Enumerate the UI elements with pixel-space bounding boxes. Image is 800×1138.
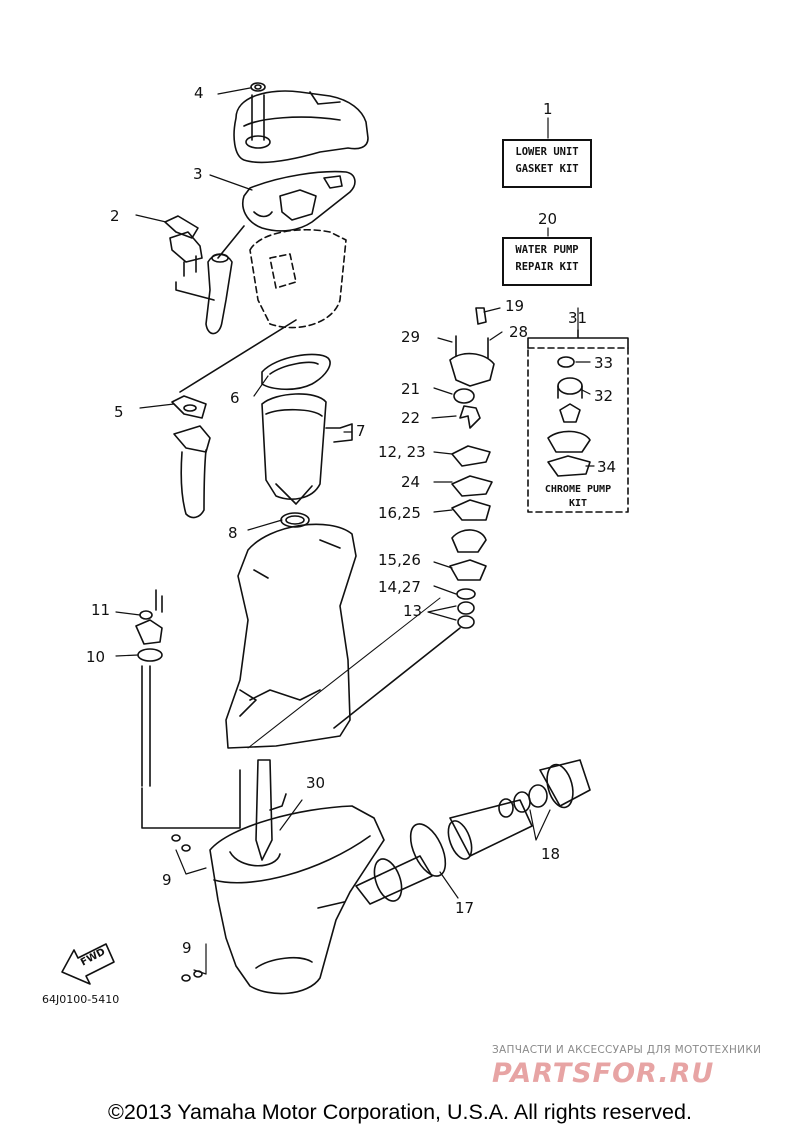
upper-housing-part (249, 229, 347, 329)
screws (171, 834, 203, 982)
lower-unit-gasket-kit-label: LOWER UNIT GASKET KIT (502, 139, 592, 188)
pump-gasket-part (261, 353, 331, 391)
callout-34: 34 (597, 458, 617, 476)
callout-15-26: 15,26 (378, 551, 421, 569)
callout-7: 7 (356, 422, 366, 440)
callout-18: 18 (541, 845, 561, 863)
lower-unit-part (209, 805, 385, 995)
watermark-tagline: ЗАПЧАСТИ И АКСЕССУАРЫ ДЛЯ МОТОТЕХНИКИ (492, 1044, 762, 1056)
kit-line-1: WATER PUMP (515, 244, 579, 256)
callout-19: 19 (505, 297, 525, 315)
propeller-bearing-part (355, 759, 591, 905)
callout-4: 4 (194, 84, 204, 102)
callout-33: 33 (594, 354, 614, 372)
callout-17: 17 (455, 899, 475, 917)
callout-20: 20 (538, 210, 558, 228)
callout-3: 3 (193, 165, 203, 183)
chrome-pump-parts (547, 356, 591, 477)
kit-line-2: REPAIR KIT (515, 261, 579, 273)
leader-lines (115, 87, 595, 975)
callout-9b: 9 (182, 939, 192, 957)
callout-12-23: 12, 23 (378, 443, 426, 461)
fwd-arrow (61, 943, 115, 985)
callout-21: 21 (401, 380, 421, 398)
callout-28: 28 (509, 323, 529, 341)
top-gasket-part (217, 170, 356, 259)
kit-line-2: KIT (568, 498, 588, 509)
callout-31: 31 (568, 309, 588, 327)
kit-line-2: GASKET KIT (515, 163, 579, 175)
chrome-pump-kit-label: CHROME PUMP KIT (528, 483, 628, 511)
callout-9a: 9 (162, 871, 172, 889)
callout-24: 24 (401, 473, 421, 491)
callout-8: 8 (228, 524, 238, 542)
chrome-kit-box (527, 347, 629, 513)
kit-line-1: LOWER UNIT (515, 146, 579, 158)
callout-14-27: 14,27 (378, 578, 421, 596)
callout-1: 1 (543, 100, 553, 118)
water-pump-repair-kit-label: WATER PUMP REPAIR KIT (502, 237, 592, 286)
drive-shaft-part (255, 759, 287, 861)
callout-13: 13 (403, 602, 423, 620)
callout-32: 32 (594, 387, 614, 405)
diagram-code: 64J0100-5410 (42, 993, 120, 1006)
callout-29: 29 (401, 328, 421, 346)
callout-22: 22 (401, 409, 421, 427)
water-tube-part (171, 395, 211, 519)
callout-30: 30 (306, 774, 326, 792)
callout-6: 6 (230, 389, 240, 407)
exhaust-housing-part (261, 393, 353, 505)
callout-11: 11 (91, 601, 111, 619)
tube-bracket-part (164, 215, 233, 335)
drive-shaft-housing-part (225, 523, 357, 749)
top-cover-part (233, 82, 369, 164)
water-pump-parts (449, 307, 495, 629)
callout-5: 5 (114, 403, 124, 421)
callout-16-25: 16,25 (378, 504, 421, 522)
watermark-brand: PARTSFOR.RU (492, 1058, 715, 1089)
kit-line-1: CHROME PUMP (544, 484, 612, 495)
copyright-notice: ©2013 Yamaha Motor Corporation, U.S.A. A… (108, 1100, 692, 1124)
shift-bracket-part (135, 589, 241, 829)
callout-2: 2 (110, 207, 120, 225)
callout-10: 10 (86, 648, 106, 666)
